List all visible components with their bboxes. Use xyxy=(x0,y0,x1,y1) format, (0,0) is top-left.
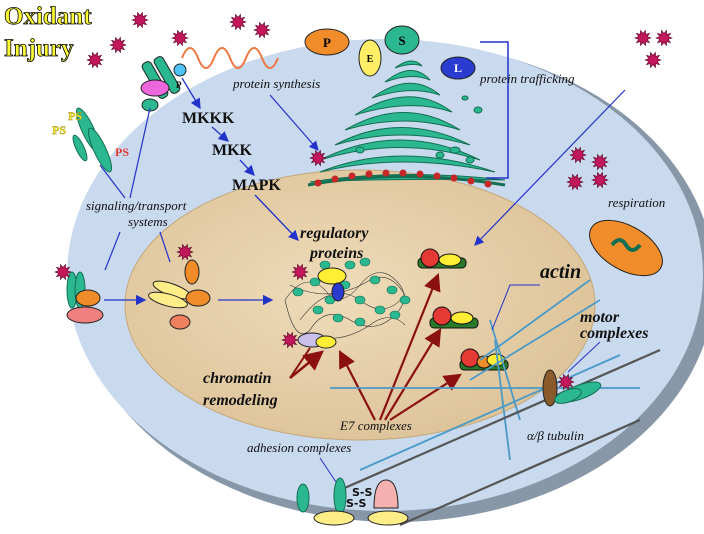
disulfide-label-2: S-S xyxy=(346,497,366,510)
subunit-l xyxy=(440,56,476,80)
e7-arrow-3 xyxy=(389,373,462,421)
actin-fiber xyxy=(339,348,661,492)
ps-label-3: PS xyxy=(115,145,129,159)
subunit-p-label: P xyxy=(323,35,331,50)
disulfide-label-1: S-S xyxy=(352,486,372,499)
motor-pointer xyxy=(567,341,601,373)
rough-er xyxy=(307,175,506,187)
remodeling-inhibit xyxy=(289,347,311,379)
oxidant-star-icon xyxy=(655,29,673,47)
oxidant-star-icon xyxy=(644,51,662,69)
oxidant-star-icon xyxy=(281,331,299,349)
oxidant-star-icon xyxy=(253,21,271,39)
ps-label-2: PS xyxy=(52,123,66,137)
title-line1: Oxidant xyxy=(4,3,92,30)
oxidant-star-icon xyxy=(557,373,575,391)
oxidant-star-icon xyxy=(569,146,587,164)
actin-fiber-2 xyxy=(399,418,641,527)
arrow-mkk-mapk xyxy=(239,159,255,176)
e7-complex-2 xyxy=(429,306,479,329)
motor-complexes-label-2: complexes xyxy=(580,325,648,342)
sig-arrow-2 xyxy=(129,107,151,199)
oxidant-star-icon xyxy=(176,243,194,261)
oxidant-star-icon xyxy=(54,263,72,281)
motor-complexes-label-1: motor xyxy=(580,309,620,326)
arrow-receptor-mkkk xyxy=(181,77,201,110)
phospholipids xyxy=(72,107,113,173)
sig-arrow-3 xyxy=(104,231,121,271)
subunit-e-label: E xyxy=(367,54,374,65)
subunit-p xyxy=(304,28,350,56)
regulatory-proteins-label-2: proteins xyxy=(308,245,363,262)
oxidant-star-icon xyxy=(171,29,189,47)
oxidant-star-icon xyxy=(566,173,584,191)
respiration-label: respiration xyxy=(608,195,665,210)
transport-complex-mid xyxy=(148,259,211,330)
adhesion-complex xyxy=(296,477,409,526)
actin-label: actin xyxy=(540,261,581,283)
arrow-mapk-regulatory xyxy=(254,194,299,241)
tubulin-label: α/β tubulin xyxy=(527,428,584,443)
trafficking-bracket xyxy=(480,41,509,179)
e7-arrow-2 xyxy=(384,328,442,421)
subunit-s-label: S xyxy=(398,33,405,48)
e7-arrow-1 xyxy=(378,272,441,421)
e7-arrow-4 xyxy=(338,350,376,421)
chromatin-protein-yellow xyxy=(315,335,337,349)
motor-complex xyxy=(542,369,602,407)
remodeling-arrow xyxy=(289,350,324,379)
adhesion-complexes-label: adhesion complexes xyxy=(247,440,351,455)
mkk-label: MKK xyxy=(212,142,253,159)
ps-label-1: PS xyxy=(68,109,82,123)
signaling-transport-label-2: systems xyxy=(128,214,168,229)
sig-arrow-4 xyxy=(159,231,171,263)
oxidant-star-icon xyxy=(634,29,652,47)
ribosome-dots xyxy=(314,169,492,188)
mapk-label: MAPK xyxy=(232,177,281,194)
respiration-arrow xyxy=(474,89,626,246)
actin-pointer xyxy=(491,284,540,331)
regulatory-protein-blue xyxy=(331,282,345,302)
oxidant-star-icon xyxy=(86,51,104,69)
chromatin-remodeling-label-2: remodeling xyxy=(203,392,278,409)
cytoskeleton xyxy=(330,279,640,471)
synthesis-arrow xyxy=(269,94,319,151)
chromatin-remodeling-label-1: chromatin xyxy=(203,370,272,387)
light-wave xyxy=(181,47,279,69)
regulatory-protein-yellow xyxy=(317,267,347,285)
oxidant-markers xyxy=(54,11,673,391)
oxidant-star-icon xyxy=(591,153,609,171)
oxidant-star-icon xyxy=(591,171,609,189)
sig-arrow-1 xyxy=(99,164,126,199)
oxidant-star-icon xyxy=(131,11,149,29)
protein-trafficking-label: protein trafficking xyxy=(479,71,575,86)
protein-synthesis-label: protein synthesis xyxy=(232,76,320,91)
subunit-s xyxy=(384,25,420,55)
oxidant-star-icon xyxy=(229,13,247,31)
oxidant-star-icon xyxy=(109,36,127,54)
e7-complex-1 xyxy=(417,248,467,269)
mitochondrion xyxy=(589,219,663,277)
receptor-p-label: P xyxy=(176,80,182,90)
subunit-e xyxy=(358,39,382,77)
transport-complex-left xyxy=(66,271,104,324)
mkkk-label: MKKK xyxy=(182,110,235,127)
membrane-receptor xyxy=(140,56,187,112)
e7-complexes-label: E7 complexes xyxy=(339,418,412,433)
subunit-l-label: L xyxy=(454,61,462,75)
signaling-transport-label-1: signaling/transport xyxy=(86,198,187,213)
title-line2: Injury xyxy=(4,35,74,62)
regulatory-proteins-label-1: regulatory xyxy=(300,225,369,242)
oxidant-star-icon xyxy=(309,149,327,167)
arrow-mkkk-mkk xyxy=(211,126,229,142)
oxidant-star-icon xyxy=(291,263,309,281)
